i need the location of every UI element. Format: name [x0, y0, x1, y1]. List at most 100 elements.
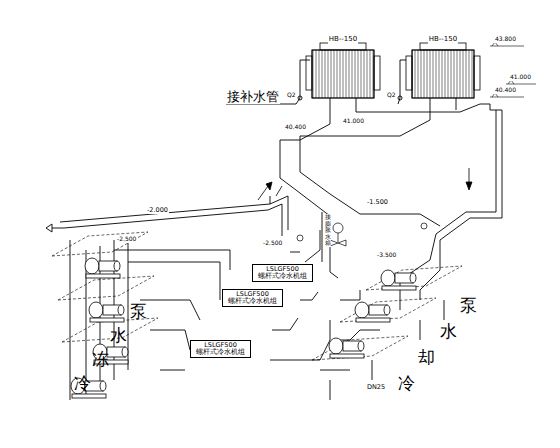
pump-symbol — [118, 305, 124, 315]
elevation-value: 41.000 — [509, 74, 532, 81]
chiller-model: LSLGF500 — [195, 342, 246, 349]
elevation-value: -1.500 — [366, 199, 389, 206]
equipment-title: 冷却水泵 — [0, 0, 1, 1]
elevation-value: -2.000 — [146, 207, 169, 214]
title-character: 冷 — [74, 374, 91, 393]
cooling-tower — [320, 43, 366, 50]
title-character: 却 — [418, 348, 435, 367]
pipe — [114, 250, 230, 270]
pipe — [270, 320, 330, 360]
cooling-tower — [306, 56, 312, 90]
flow-arrow — [466, 182, 472, 190]
valve — [333, 223, 343, 233]
pump-symbol — [89, 302, 103, 318]
pipe — [340, 290, 360, 300]
cooling-tower — [312, 50, 374, 98]
platform — [58, 276, 154, 300]
chiller-box: LSLGF500螺杆式冷水机组 — [190, 340, 251, 358]
valve-tag: Q2 — [286, 92, 297, 99]
pipe — [290, 252, 300, 253]
elevation-mark — [492, 42, 498, 46]
flow-arrow — [258, 186, 268, 200]
pipe — [272, 318, 298, 330]
chiller-box: LSLGF500螺杆式冷水机组 — [222, 289, 283, 307]
title-character: 冻 — [92, 350, 109, 369]
pump-symbol — [384, 305, 390, 315]
pipe — [150, 330, 190, 350]
pipe-note: 接补水管 — [226, 90, 280, 104]
elevation-value: -3.500 — [376, 252, 397, 259]
pipe — [436, 110, 496, 234]
valve — [330, 240, 346, 246]
cooling-tower — [474, 56, 480, 90]
pump-symbol — [100, 381, 106, 391]
pipe — [420, 320, 421, 340]
pump-symbol — [90, 318, 124, 322]
pump-symbol — [85, 258, 120, 278]
chiller-name: 螺杆式冷水机组 — [227, 298, 278, 305]
pipe — [300, 98, 430, 136]
pipe — [70, 240, 71, 400]
pump-symbol — [85, 258, 99, 274]
platform — [52, 232, 462, 360]
elevation-mark — [490, 42, 536, 97]
pipe — [420, 240, 440, 300]
chiller-name: 螺杆式冷水机组 — [195, 349, 246, 356]
elevation-value: -2.500 — [116, 236, 137, 243]
pump-symbol — [355, 302, 390, 322]
pump-symbol — [71, 258, 416, 398]
pipe-size: DN25 — [366, 384, 386, 391]
pipe — [456, 98, 457, 110]
valve — [297, 223, 427, 246]
pipe — [300, 136, 440, 226]
pump-symbol — [114, 261, 120, 271]
elevation-value: 43.800 — [494, 36, 517, 43]
pump-symbol — [89, 302, 124, 322]
cooling-tower — [312, 50, 374, 98]
pump-symbol — [410, 273, 416, 283]
elevation-mark — [508, 80, 514, 84]
pipe — [140, 300, 200, 320]
pipe — [322, 212, 323, 262]
pipe — [280, 98, 330, 140]
platform — [52, 232, 148, 256]
cooling-tower — [412, 50, 474, 98]
chiller-model: LSLGF500 — [227, 291, 278, 298]
pump-symbol — [122, 347, 128, 357]
chiller-box: LSLGF500螺杆式冷水机组 — [252, 264, 313, 282]
tower-model: HB--150 — [328, 36, 358, 44]
pipe — [160, 370, 185, 371]
valve — [297, 235, 303, 241]
pipe — [270, 196, 271, 204]
pipe — [46, 60, 502, 400]
platform — [366, 266, 462, 290]
pipe — [52, 228, 64, 229]
elevation-value: -2.500 — [262, 240, 283, 247]
elevation-value: 40.400 — [494, 87, 517, 94]
pipe — [46, 224, 52, 232]
flow-arrow — [258, 168, 472, 200]
cooling-tower — [406, 56, 412, 90]
pump-symbol — [382, 286, 416, 290]
platform — [312, 336, 408, 360]
valve — [338, 233, 339, 242]
pipe — [398, 60, 406, 104]
flow-arrow — [266, 182, 272, 190]
pipe — [128, 262, 220, 300]
pump-symbol — [381, 270, 395, 286]
equipment-title: 冷冻水泵 — [0, 0, 1, 1]
elevation-mark — [490, 97, 524, 98]
pump-symbol — [355, 302, 369, 318]
pump-symbol — [356, 318, 390, 322]
title-character: 泵 — [130, 302, 147, 321]
elevation-value: 40.400 — [284, 124, 307, 131]
valve-tag: Q2 — [386, 92, 397, 99]
pipe — [305, 230, 320, 262]
cooling-tower — [306, 38, 480, 98]
pipe — [300, 292, 318, 300]
pipe — [356, 98, 490, 112]
elevation-mark — [492, 93, 498, 97]
pipe — [398, 96, 402, 100]
pipe — [298, 96, 302, 100]
pump-symbol — [86, 274, 120, 278]
